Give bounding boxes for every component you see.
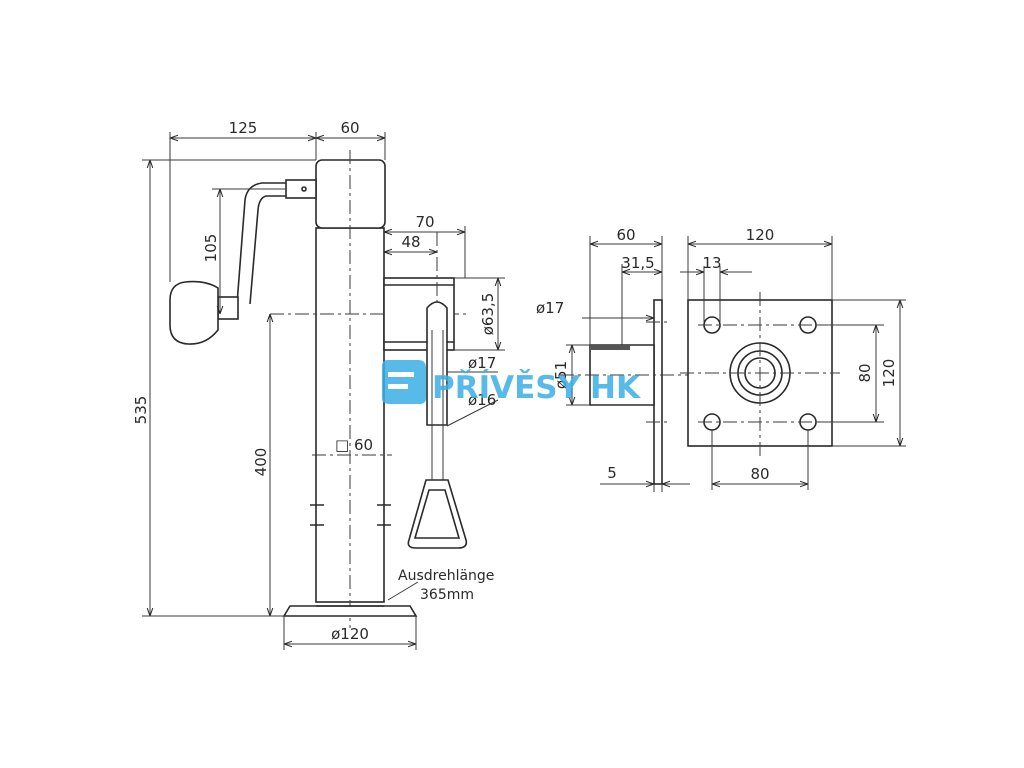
crank-handle: [169, 179, 317, 345]
note-extension-label: Ausdrehlänge: [398, 568, 494, 584]
watermark-brand-left: PŘÍVĚSY: [432, 370, 581, 406]
crank-knob: [169, 280, 219, 345]
dim-17-side: ø17: [468, 354, 496, 372]
dim-plate-51: ø51: [552, 361, 570, 389]
main-tube: [315, 227, 385, 603]
lever-t-handle-outer: [407, 479, 468, 549]
dim-70: 70: [415, 213, 434, 231]
leader-16: [446, 399, 499, 427]
dim-plate-120-w: 120: [746, 226, 775, 244]
note-extension-value: 365mm: [420, 587, 474, 603]
crank-hub: [285, 179, 317, 199]
dim-60-top: 60: [340, 119, 359, 137]
knob-neck: [217, 296, 239, 320]
crank-arm-outer: [236, 182, 286, 305]
tube-break-marks: [310, 504, 391, 526]
side-view: 125 60 535 105 400 70 48 ø63,5: [132, 119, 505, 650]
dim-plate-80-w: 80: [750, 465, 769, 483]
plate-side-view: 60 31,5 ø17 ø51 5: [536, 226, 690, 492]
dim-105: 105: [202, 234, 220, 263]
crank-hub-pin: [301, 186, 307, 192]
dim-plate-60: 60: [616, 226, 635, 244]
dim-foot-120: ø120: [331, 625, 369, 643]
plate-boss-hatch: [590, 345, 630, 350]
dim-125: 125: [229, 119, 258, 137]
mounting-clamp: [383, 232, 468, 549]
dim-plate-17: ø17: [536, 299, 564, 317]
dim-16: ø16: [468, 391, 496, 409]
lever-t-handle-inner: [413, 489, 461, 539]
dim-400: 400: [252, 448, 270, 477]
dim-535: 535: [132, 396, 150, 425]
dim-plate-80-h: 80: [856, 363, 874, 382]
dim-plate-13: 13: [702, 254, 721, 272]
dim-63-5: ø63,5: [479, 293, 497, 336]
dim-plate-120-h: 120: [880, 359, 898, 388]
crank-arm-inner: [249, 195, 286, 305]
brand-watermark: PŘÍVĚSY HK: [382, 360, 641, 406]
side-view-dimensions: 125 60 535 105 400 70 48 ø63,5: [132, 119, 505, 650]
trailer-logo-icon: [382, 360, 426, 404]
leader-extension: [387, 581, 419, 601]
watermark-brand-right: HK: [590, 370, 641, 406]
foot-plate: [282, 605, 418, 617]
dim-plate-5: 5: [607, 464, 617, 482]
clamp-lever: [426, 301, 448, 426]
dim-plate-31-5: 31,5: [621, 254, 654, 272]
dim-square-60: □ 60: [335, 436, 373, 454]
plate-edge: [653, 299, 663, 485]
dim-48: 48: [401, 233, 420, 251]
plate-front-view: 120 13 80 120 80: [680, 226, 906, 490]
